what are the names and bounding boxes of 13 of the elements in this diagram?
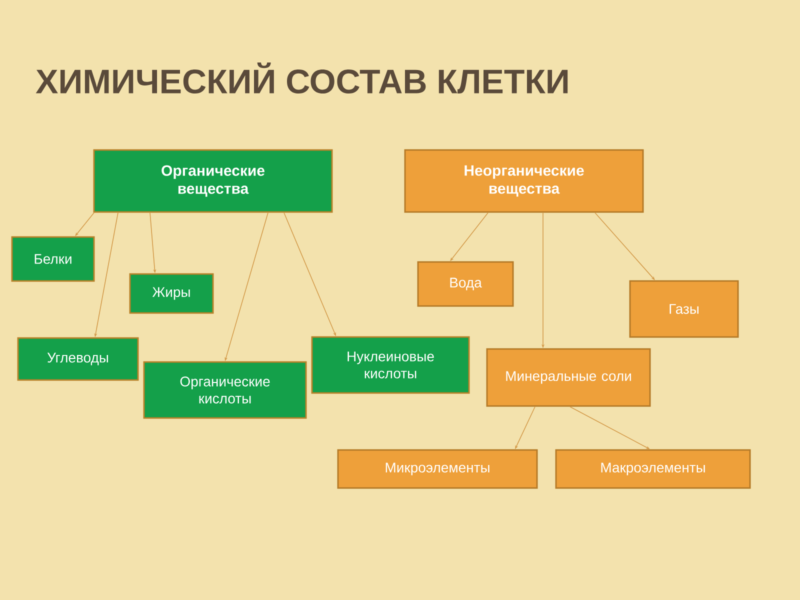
- concept-box: Нуклеиновые кислоты: [311, 336, 470, 394]
- concept-box: Газы: [629, 280, 739, 338]
- concept-box: Жиры: [129, 273, 214, 314]
- concept-box: Минеральные соли: [486, 348, 651, 407]
- concept-box: Белки: [11, 236, 95, 282]
- concept-box: Органические вещества: [93, 149, 333, 213]
- title: ХИМИЧЕСКИЙ СОСТАВ КЛЕТКИ: [36, 62, 568, 94]
- concept-box: Неорганические вещества: [404, 149, 644, 213]
- concept-box: Микроэлементы: [337, 449, 538, 489]
- concept-box: Углеводы: [17, 337, 139, 381]
- concept-box: Вода: [417, 261, 514, 307]
- concept-box: Органические кислоты: [143, 361, 307, 419]
- concept-box: Макроэлементы: [555, 449, 751, 489]
